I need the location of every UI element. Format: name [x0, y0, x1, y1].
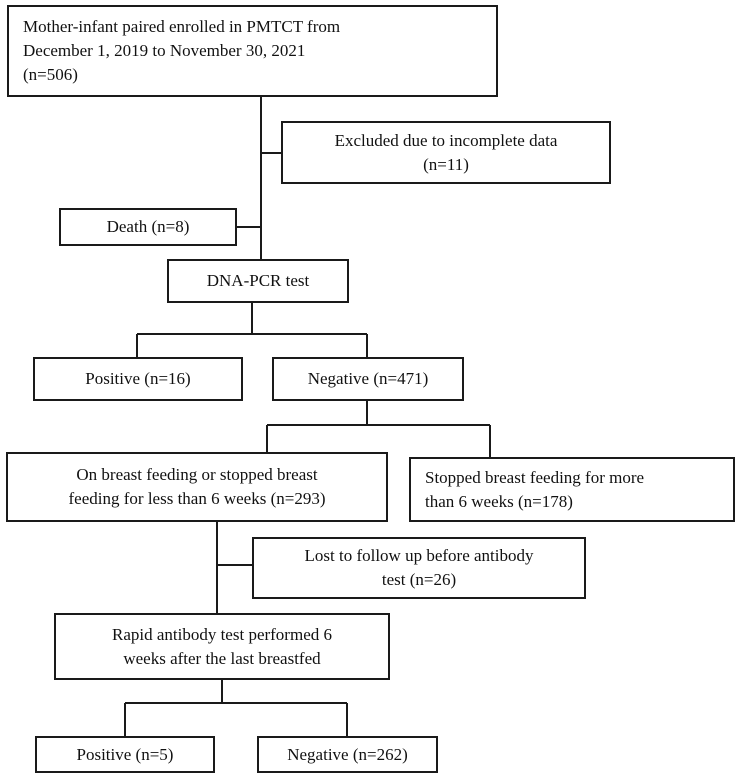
breastfeeding-box: On breast feeding or stopped breast feed… [6, 452, 388, 522]
pcr-negative-box: Negative (n=471) [272, 357, 464, 401]
lost-box: Lost to follow up before antibody test (… [252, 537, 586, 599]
lost-text-line2: test (n=26) [381, 570, 457, 589]
ab-negative-text: Negative (n=262) [287, 744, 408, 764]
stopped-box: Stopped breast feeding for more than 6 w… [409, 457, 735, 522]
enrolled-text-line3: (n=506) [23, 64, 78, 84]
rapid-text-line1: Rapid antibody test performed 6 [111, 624, 332, 644]
death-text: Death (n=8) [106, 217, 190, 237]
lost-text-line1: Lost to follow up before antibody [304, 546, 534, 566]
rapid-box: Rapid antibody test performed 6 weeks af… [54, 613, 390, 680]
enrolled-box: Mother-infant paired enrolled in PMTCT f… [7, 5, 498, 97]
rapid-text-line2: weeks after the last breastfed [123, 648, 321, 668]
pcr-positive-box: Positive (n=16) [33, 357, 243, 401]
excluded-text-line2: (n=11) [423, 154, 469, 174]
excluded-text-line1: Excluded due to incomplete data [334, 130, 558, 150]
ab-negative-box: Negative (n=262) [257, 736, 438, 773]
dna-pcr-text: DNA-PCR test [206, 271, 310, 291]
ab-positive-text: Positive (n=5) [76, 744, 174, 764]
death-box: Death (n=8) [59, 208, 237, 246]
stopped-text-line1: Stopped breast feeding for more [425, 467, 645, 487]
excluded-box: Excluded due to incomplete data (n=11) [281, 121, 611, 184]
pcr-positive-text: Positive (n=16) [85, 369, 191, 389]
dna-pcr-box: DNA-PCR test [167, 259, 349, 303]
enrolled-text-line1: Mother-infant paired enrolled in PMTCT f… [23, 17, 341, 37]
breastfeeding-text-line1: On breast feeding or stopped breast [76, 465, 318, 485]
enrolled-text-line2: December 1, 2019 to November 30, 2021 [23, 41, 306, 61]
stopped-text-line2: than 6 weeks (n=178) [425, 491, 573, 511]
breastfeeding-text-line2: feeding for less than 6 weeks (n=293) [68, 489, 326, 508]
pcr-negative-text: Negative (n=471) [307, 369, 429, 389]
ab-positive-box: Positive (n=5) [35, 736, 215, 773]
